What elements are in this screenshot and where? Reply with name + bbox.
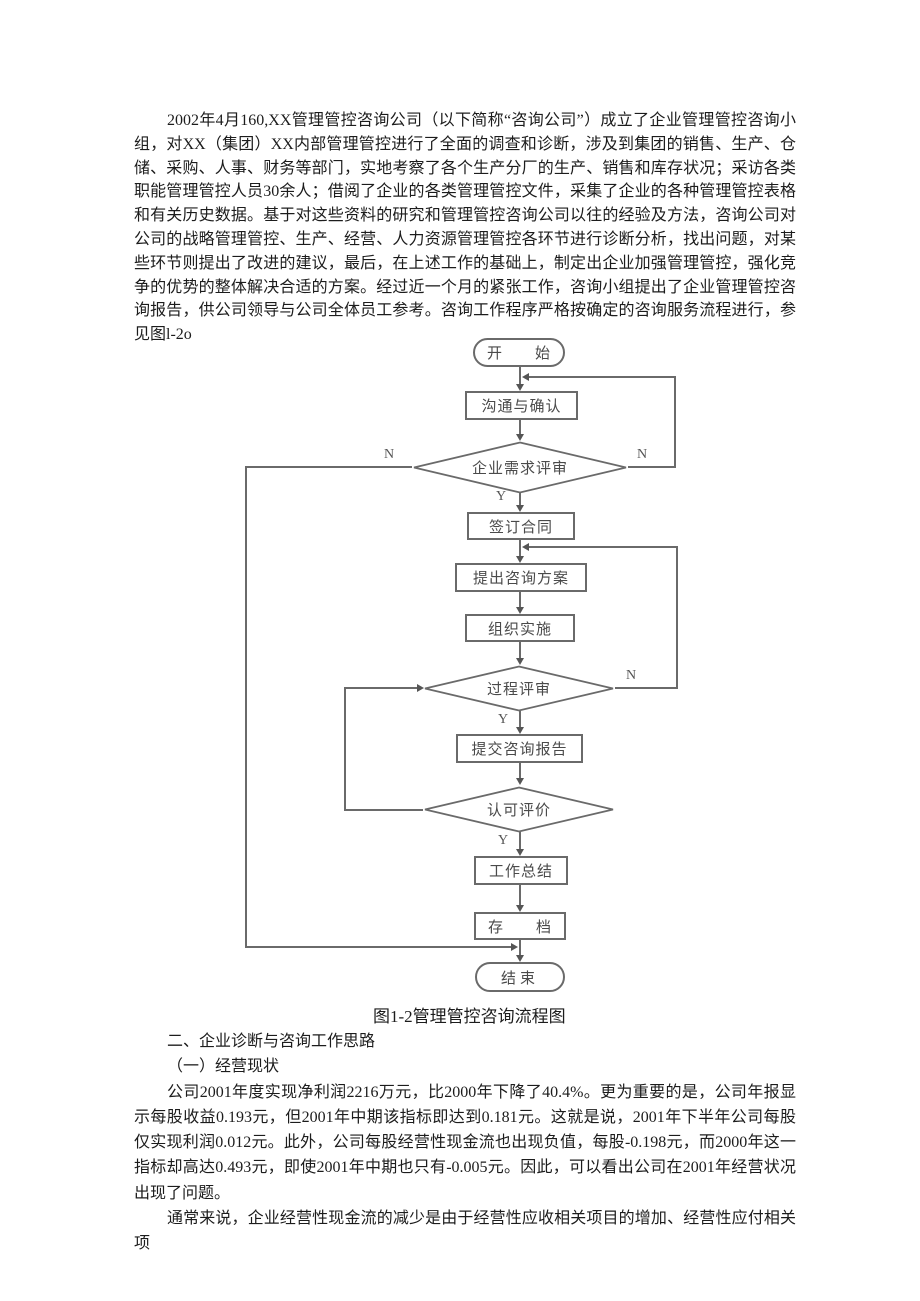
edge-segment [344, 687, 346, 811]
edge-segment [519, 940, 521, 960]
edge-segment [529, 376, 676, 378]
diamond-shape [424, 786, 614, 833]
node-end: 结束 [475, 962, 565, 992]
edge-segment [615, 687, 677, 689]
node-needs-review: 企业需求评审 [412, 441, 628, 494]
node-approval-eval-label: 认可评价 [486, 803, 551, 819]
branch-label-no: N [637, 447, 648, 462]
edge-segment [519, 711, 521, 732]
node-sign-contract-label: 签订合同 [488, 519, 553, 536]
arrowhead-down [516, 607, 524, 614]
diamond-shape [413, 441, 627, 494]
node-start: 开 始 [473, 338, 565, 367]
node-organize: 组织实施 [465, 614, 575, 642]
node-process-review: 过程评审 [423, 665, 615, 712]
edge-segment [674, 377, 676, 468]
edge-segment [628, 466, 675, 468]
intro-paragraph: 2002年4月160,XX管理管控咨询公司（以下简称“咨询公司”）成立了企业管理… [134, 112, 796, 344]
node-approval-eval: 认可评价 [423, 786, 615, 833]
arrowhead-down [516, 727, 524, 734]
edge-segment [529, 546, 678, 548]
branch-label-no: N [626, 668, 637, 683]
arrowhead-left [522, 373, 529, 381]
diamond-shape [424, 665, 614, 712]
arrowhead-down [516, 905, 524, 912]
node-communicate: 沟通与确认 [465, 391, 578, 420]
edge-segment [676, 547, 678, 689]
arrowhead-down [516, 505, 524, 512]
node-submit-report: 提交咨询报告 [456, 734, 583, 763]
node-needs-review-label: 企业需求评审 [471, 461, 568, 477]
arrowhead-right [511, 943, 518, 951]
node-organize-label: 组织实施 [487, 621, 552, 638]
arrowhead-down [516, 849, 524, 856]
edge-segment [245, 466, 247, 948]
node-work-summary-label: 工作总结 [488, 864, 553, 880]
arrowhead-down [516, 434, 524, 441]
arrowhead-left [522, 543, 529, 551]
edge-segment [519, 366, 521, 389]
edge-segment [345, 809, 423, 811]
node-start-label: 开 始 [486, 346, 551, 362]
edge-segment [519, 885, 521, 910]
section-subheading: （一）经营现状 [167, 1058, 280, 1076]
section-paragraph: 公司2001年度实现净利润2216万元，比2000年下降了40.4%。更为重要的… [134, 1083, 796, 1202]
figure-caption: 图1-2管理管控咨询流程图 [373, 1007, 566, 1026]
node-propose-plan-label: 提出咨询方案 [472, 571, 569, 587]
edge-segment [519, 642, 521, 663]
edge-segment [519, 540, 521, 561]
node-propose-plan: 提出咨询方案 [455, 563, 587, 592]
node-archive: 存 档 [474, 912, 566, 940]
arrowhead-down [516, 955, 524, 962]
section-heading: 二、企业诊断与咨询工作思路 [167, 1033, 376, 1050]
node-sign-contract: 签订合同 [467, 512, 575, 540]
edge-segment [246, 466, 412, 468]
branch-label-no: N [384, 447, 395, 462]
branch-label-yes: Y [496, 489, 507, 504]
bottom-section: 二、企业诊断与咨询工作思路 （一）经营现状 公司2001年度实现净利润2216万… [134, 1029, 796, 1257]
edge-segment [519, 763, 521, 783]
node-communicate-label: 沟通与确认 [481, 399, 562, 415]
edge-segment [519, 493, 521, 510]
node-archive-label: 存 档 [487, 919, 552, 936]
node-end-label: 结束 [500, 970, 539, 987]
branch-label-yes: Y [498, 833, 509, 848]
arrowhead-down [516, 556, 524, 563]
edge-segment [519, 832, 521, 854]
arrowhead-down [516, 778, 524, 785]
arrowhead-right [417, 684, 424, 692]
branch-label-yes: Y [498, 712, 509, 727]
arrowhead-down [516, 658, 524, 665]
edge-segment [519, 419, 521, 439]
node-work-summary: 工作总结 [474, 856, 568, 885]
edge-segment [345, 687, 417, 689]
edge-segment [519, 591, 521, 611]
node-process-review-label: 过程评审 [486, 682, 551, 698]
section-paragraph-2: 通常来说，企业经营性现金流的减少是由于经营性应收相关项目的增加、经营性应付相关项 [134, 1210, 796, 1253]
edge-segment [246, 946, 511, 948]
arrowhead-down [516, 384, 524, 391]
node-submit-report-label: 提交咨询报告 [471, 742, 568, 758]
